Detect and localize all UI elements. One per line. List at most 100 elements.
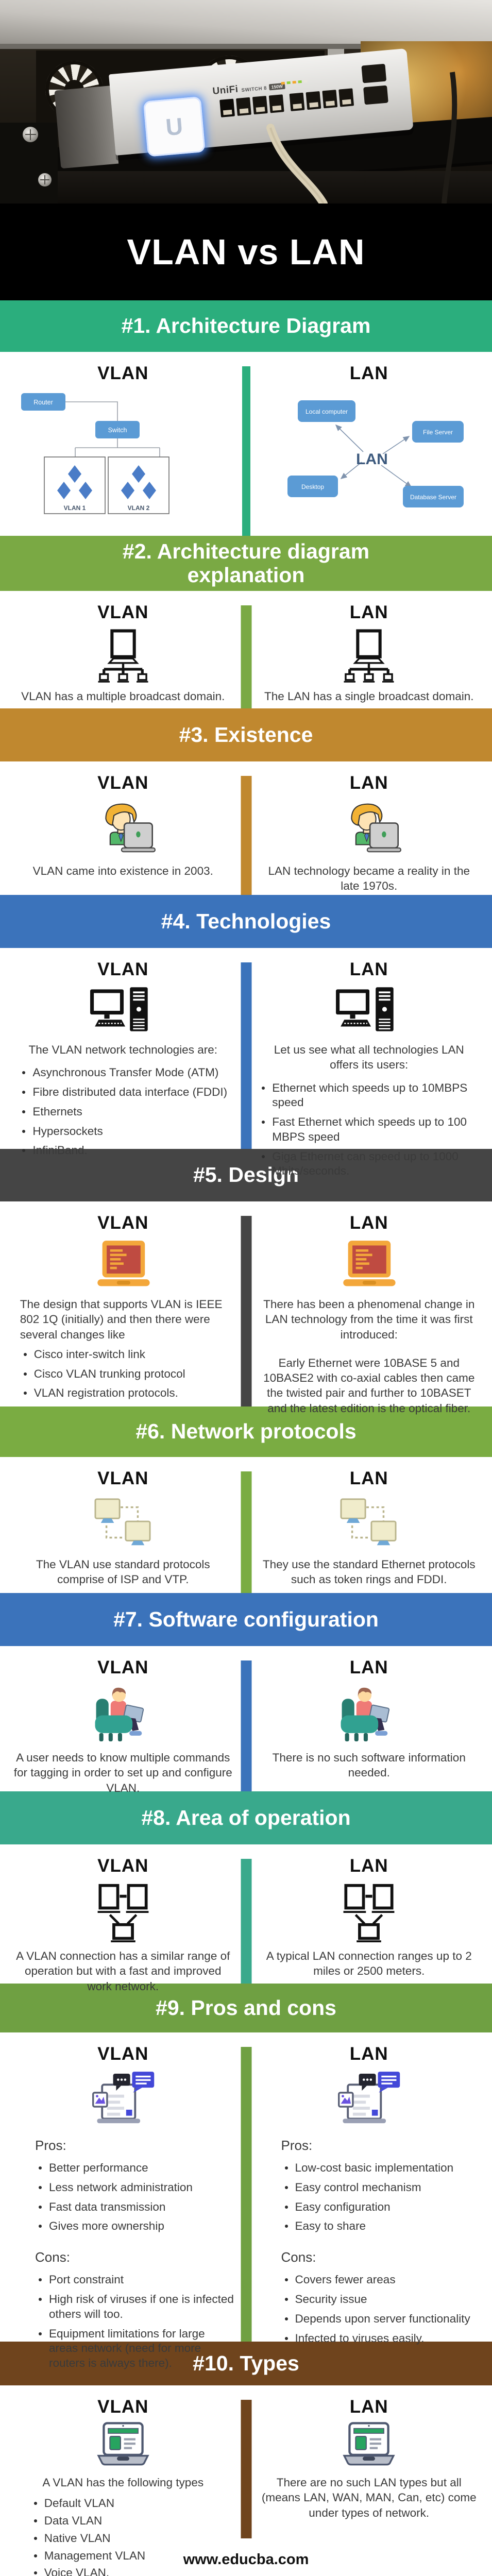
section-divider <box>242 366 250 536</box>
list-item: Management VLAN <box>30 2549 216 2564</box>
section-divider <box>241 1660 251 1791</box>
cons-label: Cons: <box>281 2249 316 2265</box>
list-item: InfiniBand. <box>19 1143 227 1158</box>
column-label: VLAN <box>97 1657 149 1677</box>
lan-column: LAN <box>246 2032 492 2345</box>
vlan-column: VLAN VLAN has a multiple broadcast domai… <box>0 591 246 708</box>
list-item: Fibre distributed data interface (FDDI) <box>19 1085 227 1100</box>
desktop-computer-icon <box>335 986 403 1036</box>
section-5-heading: #5. Design <box>193 1163 299 1187</box>
lan-text: A typical LAN connection ranges up to 2 … <box>266 1950 472 1978</box>
section-10-content: VLAN A VLAN has the following types Defa… <box>0 2385 492 2576</box>
section-divider <box>241 1471 251 1593</box>
computer-network-icon <box>336 1883 401 1942</box>
vlan-design-list: Cisco inter-switch link Cisco VLAN trunk… <box>20 1347 226 1405</box>
pros-label: Pros: <box>35 2138 66 2153</box>
column-label: VLAN <box>97 2044 149 2064</box>
lan-column: LAN A typical LAN connection ranges up t… <box>246 1844 492 1984</box>
column-label: LAN <box>349 2044 388 2064</box>
section-8-content: VLAN A VLAN connection has a similar ran… <box>0 1844 492 1993</box>
vlan-intro: The VLAN network technologies are: <box>28 1043 217 1056</box>
list-item: Low-cost basic implementation <box>281 2161 483 2176</box>
list-item: Easy control mechanism <box>281 2180 483 2195</box>
vlan-column: VLAN A VLAN connection has a similar ran… <box>0 1844 246 1993</box>
column-label: VLAN <box>97 1468 149 1488</box>
list-item: Hypersockets <box>19 1124 227 1139</box>
laptop-app-icon <box>338 2421 400 2467</box>
section-2-content: VLAN VLAN has a multiple broadcast domai… <box>0 591 492 708</box>
vlan-column: VLAN VLAN came into existence in 2003. <box>0 761 246 895</box>
svg-text:File Server: File Server <box>423 429 453 436</box>
lan-column: LAN LAN technology became a reality in t… <box>246 761 492 895</box>
orange-laptop-icon <box>337 1240 400 1291</box>
section-2-header: #2. Architecture diagram explanation <box>0 536 492 591</box>
section-4-header: #4. Technologies <box>0 895 492 948</box>
section-divider <box>241 605 251 708</box>
column-label: LAN <box>349 773 388 793</box>
person-laptop-icon <box>336 800 402 857</box>
list-item: High risk of viruses if one is infected … <box>35 2292 237 2322</box>
section-7-content: VLAN A user needs <box>0 1646 492 1794</box>
svg-text:Desktop: Desktop <box>301 483 324 490</box>
ethernet-cable <box>266 72 457 204</box>
list-item: Port constraint <box>35 2273 237 2287</box>
footer: www.educba.com <box>0 2540 492 2576</box>
laptop-chat-icon <box>88 2071 158 2128</box>
orange-laptop-icon <box>92 1240 155 1291</box>
svg-text:VLAN 2: VLAN 2 <box>127 504 149 512</box>
lan-column: LAN There has been a phenomenal change i… <box>246 1201 492 1415</box>
svg-text:LAN: LAN <box>356 451 388 468</box>
list-item: Voice VLAN. <box>30 2566 216 2576</box>
list-item: Default VLAN <box>30 2496 216 2511</box>
screw-icon <box>23 127 38 142</box>
broadcast-network-icon <box>93 629 154 683</box>
section-3-heading: #3. Existence <box>179 722 313 747</box>
vlan-text: VLAN has a multiple broadcast domain. <box>21 690 225 703</box>
list-item: Covers fewer areas <box>281 2273 483 2287</box>
section-divider <box>241 1859 251 1984</box>
svg-text:Switch: Switch <box>108 427 127 434</box>
section-6-heading: #6. Network protocols <box>135 1419 357 1444</box>
lan-pros-list: Low-cost basic implementation Easy contr… <box>281 2161 483 2234</box>
section-9-header: #9. Pros and cons <box>0 1984 492 2032</box>
column-label: VLAN <box>97 773 149 793</box>
section-4-heading: #4. Technologies <box>161 909 331 933</box>
list-item: Infected to viruses easily. <box>281 2331 483 2346</box>
vlan-text: VLAN came into existence in 2003. <box>32 865 213 877</box>
column-label: VLAN <box>97 602 149 622</box>
lan-text: There are no such LAN types but all (mea… <box>261 2476 477 2519</box>
list-item: Easy to share <box>281 2219 483 2234</box>
section-4-content: VLAN The <box>0 948 492 1177</box>
linked-monitors-icon <box>336 1495 402 1551</box>
section-1-heading: #1. Architecture Diagram <box>121 314 371 338</box>
svg-text:VLAN 1: VLAN 1 <box>63 504 86 512</box>
section-divider <box>241 962 251 1149</box>
person-armchair-laptop-icon <box>332 1684 405 1744</box>
section-divider <box>241 2047 251 2342</box>
pros-label: Pros: <box>281 2138 313 2153</box>
lan-text: They use the standard Ethernet protocols… <box>262 1558 476 1586</box>
vlan-column: VLAN A VLAN has the following types Defa… <box>0 2385 246 2576</box>
section-1-content: VLAN Router Switch VLAN 1 VLAN 2 <box>0 352 492 536</box>
vlan-architecture-diagram: Router Switch VLAN 1 VLAN 2 <box>21 393 169 514</box>
svg-text:Local computer: Local computer <box>306 408 348 415</box>
list-item: Fast data transmission <box>35 2200 237 2215</box>
lan-cons-list: Covers fewer areas Security issue Depend… <box>281 2273 483 2346</box>
list-item: Security issue <box>281 2292 483 2307</box>
svg-text:Router: Router <box>33 399 53 406</box>
column-label: VLAN <box>97 959 149 979</box>
title-bar: VLAN vs LAN <box>0 204 492 300</box>
list-item: Equipment limitations for large areas ne… <box>35 2327 237 2371</box>
section-divider <box>241 2400 251 2538</box>
section-6-header: #6. Network protocols <box>0 1406 492 1457</box>
vlan-tech-list: Asynchronous Transfer Mode (ATM) Fibre d… <box>19 1065 227 1163</box>
column-label: VLAN <box>97 2397 149 2417</box>
vlan-text: A VLAN connection has a similar range of… <box>16 1950 230 1993</box>
cons-label: Cons: <box>35 2249 70 2265</box>
column-label: LAN <box>349 602 388 622</box>
list-item: Less network administration <box>35 2180 237 2195</box>
lan-column: LAN The LAN has a single broadcast domai… <box>246 591 492 708</box>
laptop-chat-icon <box>334 2071 404 2128</box>
section-divider <box>241 1216 251 1406</box>
